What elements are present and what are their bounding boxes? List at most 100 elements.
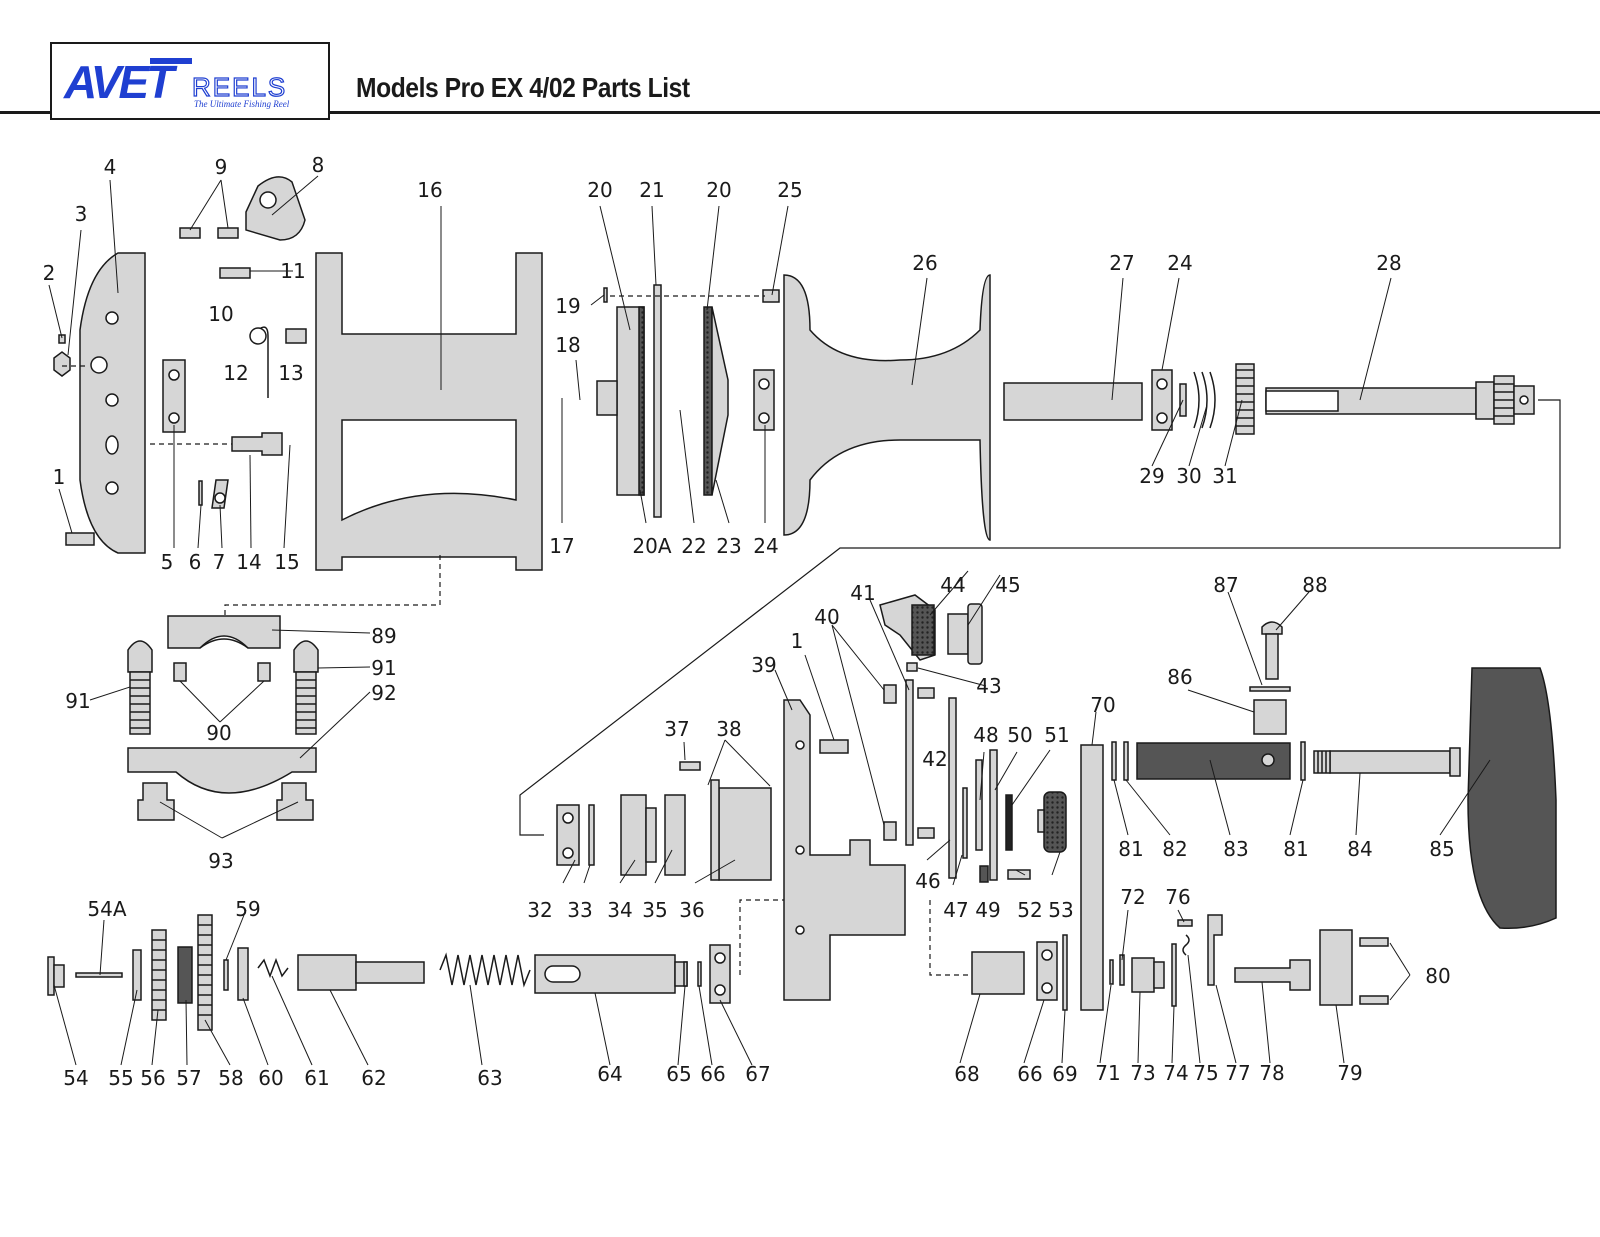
callout-34: 34	[607, 898, 632, 922]
logo-word: REELS	[192, 72, 287, 102]
callout-22: 22	[681, 534, 706, 558]
callout-12: 12	[223, 361, 248, 385]
callout-79: 79	[1337, 1061, 1362, 1085]
callout-69: 69	[1052, 1062, 1077, 1086]
callout-87: 87	[1213, 573, 1238, 597]
callout-11: 11	[280, 259, 305, 283]
nut-part-3	[53, 351, 71, 377]
callout-28: 28	[1376, 251, 1401, 275]
latch-part-11	[219, 267, 251, 279]
lever-plate-part-41	[905, 679, 914, 846]
callout-4: 4	[104, 155, 117, 179]
washer-part-47	[962, 787, 968, 859]
bar-part-70	[1080, 744, 1104, 1011]
callout-59: 59	[235, 897, 260, 921]
cover-part-79	[1319, 929, 1353, 1006]
ratchet-part-73	[1131, 957, 1155, 993]
knob-part-45	[947, 613, 969, 655]
callout-13: 13	[278, 361, 303, 385]
callout-52: 52	[1017, 898, 1042, 922]
callout-7: 7	[213, 550, 226, 574]
thumbscrew-part-91a	[127, 640, 153, 673]
clip-part-60	[237, 947, 249, 1001]
callout-92: 92	[371, 681, 396, 705]
spring-part-75	[1182, 934, 1190, 956]
o-ring-part-51	[1005, 794, 1013, 851]
header-rule	[0, 111, 1600, 114]
callout-47: 47	[943, 898, 968, 922]
callout-60: 60	[258, 1066, 283, 1090]
callout-85: 85	[1429, 837, 1454, 861]
callout-25: 25	[777, 178, 802, 202]
clamp-nut-part-93b	[276, 782, 314, 821]
callout-20A: 20A	[632, 534, 671, 558]
callout-45: 45	[995, 573, 1020, 597]
block-part-86	[1253, 699, 1287, 735]
pinion-part-62	[297, 954, 357, 991]
callout-44: 44	[940, 573, 965, 597]
clip-part-8	[245, 176, 306, 241]
callout-61: 61	[304, 1066, 329, 1090]
callout-18: 18	[555, 333, 580, 357]
washer-part-55	[132, 949, 142, 1001]
pin-part-54A	[75, 972, 123, 978]
callout-88: 88	[1302, 573, 1327, 597]
callout-78: 78	[1259, 1061, 1284, 1085]
callout-43: 43	[976, 674, 1001, 698]
pin-part-76	[1177, 919, 1193, 927]
handle-shaft-part-84	[1329, 750, 1451, 774]
logo-tagline: The Ultimate Fishing Reel	[194, 99, 290, 109]
pawl-part-77	[1207, 914, 1223, 986]
callout-76: 76	[1165, 885, 1190, 909]
plate-part-21	[653, 284, 662, 518]
callout-29: 29	[1139, 464, 1164, 488]
pad-part-40a	[883, 684, 897, 704]
callout-66: 66	[700, 1062, 725, 1086]
gear-plate-part-39	[783, 699, 906, 1001]
screw-part-90a	[173, 662, 187, 682]
callout-83: 83	[1223, 837, 1248, 861]
screw-part-42	[917, 687, 935, 699]
callout-32: 32	[527, 898, 552, 922]
callout-58: 58	[218, 1066, 243, 1090]
callout-24: 24	[753, 534, 778, 558]
callout-62: 62	[361, 1066, 386, 1090]
handle-knob-part-85	[1467, 667, 1557, 930]
callout-49: 49	[975, 898, 1000, 922]
clamp-bottom-part-92	[127, 747, 317, 794]
callout-35: 35	[642, 898, 667, 922]
screw-part-52	[1007, 869, 1031, 880]
screw-part-42b	[917, 827, 935, 839]
spacer-part-87	[1249, 686, 1291, 692]
callout-15: 15	[274, 550, 299, 574]
spring-part-61	[257, 957, 289, 979]
callout-36: 36	[679, 898, 704, 922]
pin-part-19	[603, 287, 608, 303]
gear-part-31	[1235, 363, 1255, 435]
shaft-sleeve-part-27	[1003, 382, 1143, 421]
pin-part-25	[762, 289, 780, 303]
callout-55: 55	[108, 1066, 133, 1090]
screw-part-9a	[179, 227, 201, 239]
callout-67: 67	[745, 1062, 770, 1086]
callout-90: 90	[206, 721, 231, 745]
callout-3: 3	[75, 202, 88, 226]
callout-40: 40	[814, 605, 839, 629]
callout-6: 6	[189, 550, 202, 574]
callout-33: 33	[567, 898, 592, 922]
screw-part-1	[65, 532, 95, 546]
ratchet-part-36	[718, 787, 772, 881]
callout-57: 57	[176, 1066, 201, 1090]
callout-75: 75	[1193, 1061, 1218, 1085]
callout-9: 9	[215, 155, 228, 179]
clip-part-71	[1109, 959, 1114, 985]
cap-part-54	[47, 956, 55, 996]
plate-part-46	[948, 697, 957, 879]
bushing-part-57	[177, 946, 193, 1004]
callout-54: 54	[63, 1066, 88, 1090]
washer-part-33	[588, 804, 595, 866]
block-part-68	[971, 951, 1025, 995]
cam-part-35	[664, 794, 686, 876]
washer-part-72	[1119, 954, 1125, 986]
